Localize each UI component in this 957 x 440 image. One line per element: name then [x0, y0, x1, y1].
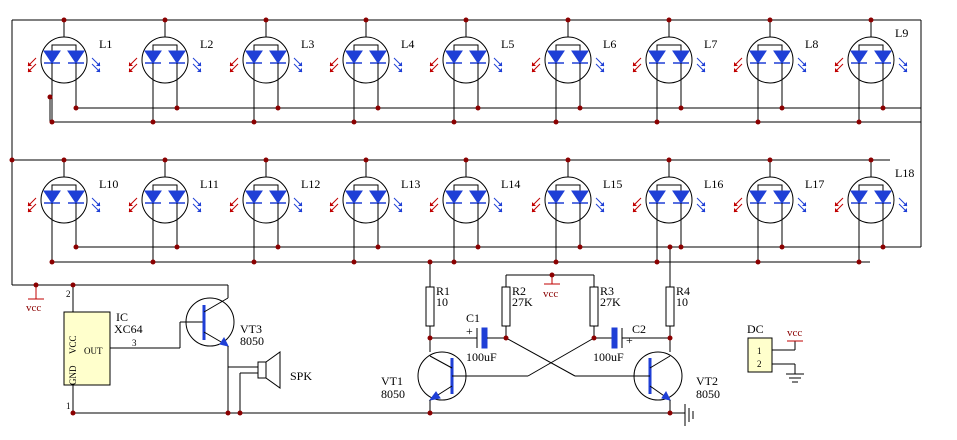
- ic-model-label: XC64: [114, 322, 143, 336]
- ic-pin1-number: 1: [66, 401, 71, 411]
- dc-pin1-number: 1: [757, 346, 762, 356]
- c2-plus-label: +: [626, 333, 633, 347]
- led-l13: L13: [329, 157, 420, 265]
- junction-dots: [9, 94, 673, 416]
- led-l8: L8: [733, 17, 818, 125]
- r2-ref-label: R2: [512, 284, 526, 298]
- r2-value-label: 27K: [512, 295, 533, 309]
- dc-label: DC: [747, 322, 764, 336]
- led-label-l6: L6: [603, 37, 616, 51]
- led-label-l17: L17: [805, 177, 824, 191]
- led-label-l14: L14: [501, 177, 520, 191]
- c1-value-label: 100uF: [466, 350, 497, 364]
- led-l15: L15: [531, 157, 622, 265]
- vt1-model-label: 8050: [381, 387, 405, 401]
- c1-ref-label: C1: [466, 311, 480, 325]
- vt3-ref-label: VT3: [240, 322, 262, 336]
- led-label-l13: L13: [401, 177, 420, 191]
- ic-vcc-pin-label: VCC: [68, 335, 78, 354]
- led-label-l16: L16: [704, 177, 723, 191]
- led-l7: L7: [632, 17, 717, 125]
- led-l12: L12: [229, 157, 320, 265]
- led-label-l3: L3: [301, 37, 314, 51]
- led-label-l4: L4: [401, 37, 414, 51]
- driver-circuit: vcc 2 1 VCC GND OUT IC XC64 3 VT3 8050: [26, 247, 804, 426]
- led-label-l5: L5: [501, 37, 514, 51]
- r4-value-label: 10: [676, 295, 688, 309]
- dc-connector: [747, 337, 773, 373]
- led-l18: L18: [834, 157, 914, 265]
- led-l10: L10: [27, 157, 118, 265]
- led-label-l2: L2: [200, 37, 213, 51]
- r4-ref-label: R4: [676, 284, 690, 298]
- led-l2: L2: [128, 17, 213, 125]
- ic-body: [63, 311, 111, 386]
- r1-value-label: 10: [436, 295, 448, 309]
- led-l14: L14: [429, 157, 520, 265]
- dc-pin2-number: 2: [757, 359, 762, 369]
- c2-ref-label: C2: [632, 322, 646, 336]
- led-label-l18: L18: [895, 166, 914, 180]
- ic-out-pin-label: OUT: [84, 346, 103, 356]
- led-l17: L17: [733, 157, 824, 265]
- led-l11: L11: [128, 157, 219, 265]
- c1-plus-label: +: [466, 324, 473, 338]
- r3-value-label: 27K: [600, 295, 621, 309]
- r1-ref-label: R1: [436, 284, 450, 298]
- led-l5: L5: [429, 17, 514, 125]
- ic-gnd-pin-label: GND: [68, 365, 78, 385]
- led-row-2: L10 L11 L12 L13 L14 L15 L16 L17 L18: [27, 157, 914, 265]
- led-l16: L16: [632, 157, 723, 265]
- ic-pin2-number: 2: [66, 289, 71, 299]
- vt2-ref-label: VT2: [696, 374, 718, 388]
- vcc-label-middle: vcc: [543, 288, 558, 300]
- led-label-l12: L12: [301, 177, 320, 191]
- led-row-1: L1 L2 L3 L4 L5 L6 L7 L8 L9: [27, 17, 908, 125]
- vt1-ref-label: VT1: [381, 374, 403, 388]
- speaker-label: SPK: [290, 369, 312, 383]
- led-label-l10: L10: [99, 177, 118, 191]
- led-label-l11: L11: [200, 177, 219, 191]
- led-l1: L1: [27, 17, 112, 125]
- led-l4: L4: [329, 17, 414, 125]
- c2-value-label: 100uF: [593, 350, 624, 364]
- vcc-label-right: vcc: [787, 327, 802, 339]
- led-label-l8: L8: [805, 37, 818, 51]
- led-label-l1: L1: [99, 37, 112, 51]
- ic-pin3-number: 3: [132, 338, 137, 348]
- led-l6: L6: [531, 17, 616, 125]
- led-label-l7: L7: [704, 37, 717, 51]
- vt2-model-label: 8050: [696, 387, 720, 401]
- led-label-l15: L15: [603, 177, 622, 191]
- r3-ref-label: R3: [600, 284, 614, 298]
- led-l3: L3: [229, 17, 314, 125]
- vcc-label-left: vcc: [26, 302, 41, 314]
- vt3-model-label: 8050: [240, 334, 264, 348]
- ic-ref-label: IC: [116, 310, 128, 324]
- led-label-l9: L9: [895, 26, 908, 40]
- led-l9: L9: [834, 17, 908, 125]
